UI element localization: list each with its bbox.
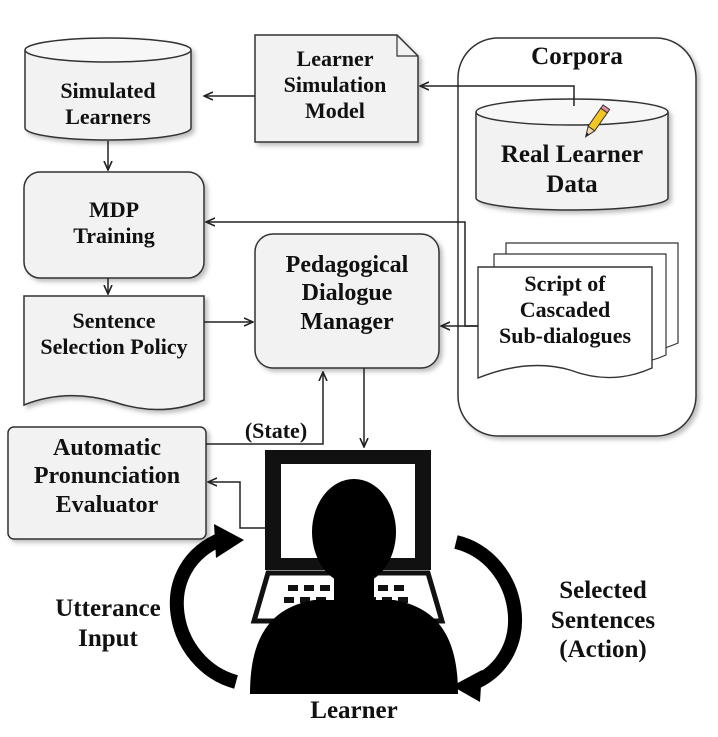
selected-sentences-arrow [452,535,523,702]
real-learner-data-cylinder [475,98,669,211]
learner-label: Learner [310,697,398,724]
utterance-input-arrow [169,524,244,689]
edge-learner-to-evaluator [208,482,272,529]
learner-simulation-model-box [254,34,419,143]
script-of-cascaded-subdialogues-stack [477,242,679,380]
edge-evaluator-to-manager [206,372,323,445]
corpora-container [457,37,697,437]
corpora-label: Corpora [531,43,623,70]
mdp-training-box [23,171,205,279]
person-silhouette-icon [250,479,458,694]
sentence-selection-policy-box [23,295,205,411]
pedagogical-dialogue-manager-box [254,233,440,369]
simulated-learners-cylinder [24,37,192,141]
edge-real-data-to-model [420,86,575,106]
state-edge-label: (State) [244,418,308,443]
automatic-pronunciation-evaluator-box [7,426,207,540]
pencil-icon [584,104,611,138]
